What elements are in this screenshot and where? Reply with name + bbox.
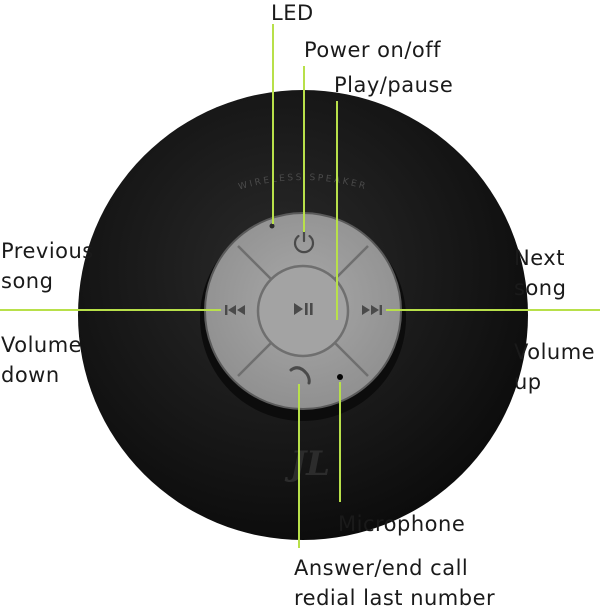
microphone-hole: [337, 374, 343, 380]
power-icon[interactable]: [293, 229, 315, 254]
led-indicator: [269, 223, 275, 229]
label-microphone: Microphone: [338, 512, 466, 536]
brand-logo: JL: [284, 444, 330, 484]
play-pause-icon: [294, 303, 313, 315]
play-pause-button[interactable]: [256, 264, 350, 358]
label-play-pause: Play/pause: [334, 73, 454, 97]
phone-icon[interactable]: [289, 366, 311, 385]
label-led: LED: [271, 1, 314, 25]
previous-icon[interactable]: [225, 305, 245, 315]
label-power: Power on/off: [304, 38, 442, 62]
callout-lines: [0, 24, 600, 548]
next-icon[interactable]: [362, 305, 382, 315]
